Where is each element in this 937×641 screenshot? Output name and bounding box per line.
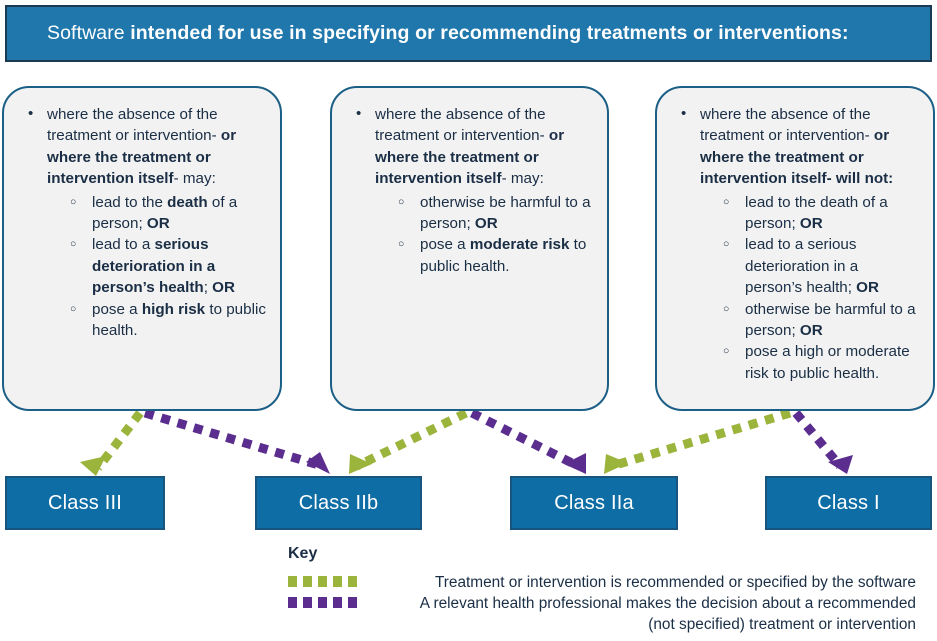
legend-label: Treatment or intervention is recommended…	[434, 574, 916, 591]
criteria-lead-text: where the absence of the treatment or in…	[18, 103, 266, 342]
legend-label: A relevant health professional makes the…	[419, 595, 916, 633]
lead-tail: - will not:	[826, 170, 894, 188]
arrow-box3-to-class2a-green	[604, 408, 792, 474]
criteria-subitem: lead to a serious deterioration in a per…	[66, 234, 266, 298]
arrow-box2-to-class2a-purple	[469, 408, 586, 474]
lead-tail: - may:	[501, 170, 544, 188]
criteria-lead-text: where the absence of the treatment or in…	[671, 103, 919, 384]
header-title-bold: intended for use in specifying or recomm…	[130, 22, 849, 44]
class-box-class-iib[interactable]: Class IIb	[255, 476, 422, 530]
class-box-class-iii[interactable]: Class III	[5, 476, 165, 530]
criteria-subitem: lead to the death of a person; OR	[66, 192, 266, 235]
criteria-box-moderate-risk: where the absence of the treatment or in…	[330, 86, 609, 411]
header-title-plain: Software	[47, 22, 131, 44]
legend-item-green: Treatment or intervention is recommended…	[288, 572, 916, 593]
class-label: Class III	[47, 491, 123, 514]
class-label: Class IIb	[298, 491, 379, 514]
lead-bold: or where the treatment or intervention i…	[47, 127, 237, 188]
header-title: Software intended for use in specifying …	[7, 22, 849, 45]
criteria-box-will-not: where the absence of the treatment or in…	[655, 86, 935, 411]
criteria-subitem: lead to the death of a person; OR	[719, 192, 919, 235]
lead-plain: where the absence of the treatment or in…	[700, 106, 871, 145]
class-label: Class I	[817, 491, 880, 514]
arrow-box1-to-class3-green	[80, 410, 144, 476]
criteria-subitem: otherwise be harmful to a person; OR	[394, 192, 593, 235]
lead-bold: or where the treatment or intervention i…	[700, 127, 890, 188]
lead-tail: - may:	[173, 170, 216, 188]
class-box-class-i[interactable]: Class I	[765, 476, 932, 530]
criteria-subitem: otherwise be harmful to a person; OR	[719, 299, 919, 342]
legend-swatch-purple-dotted-line	[288, 597, 360, 608]
criteria-box-high-risk: where the absence of the treatment or in…	[2, 86, 282, 411]
legend-swatch-green-dotted-line	[288, 576, 360, 587]
lead-bold: or where the treatment or intervention i…	[375, 127, 565, 188]
criteria-subitem: lead to a serious deterioration in a per…	[719, 234, 919, 298]
arrow-box1-to-class2b-purple	[143, 408, 330, 474]
criteria-subitem: pose a high or moderate risk to public h…	[719, 341, 919, 384]
lead-plain: where the absence of the treatment or in…	[375, 106, 546, 145]
arrow-box2-to-class2b-green	[349, 408, 468, 474]
criteria-subitem: pose a moderate risk to public health.	[394, 234, 593, 277]
lead-plain: where the absence of the treatment or in…	[47, 106, 218, 145]
criteria-subitem: pose a high risk to public health.	[66, 299, 266, 342]
key-title: Key	[288, 545, 318, 562]
criteria-lead-text: where the absence of the treatment or in…	[346, 103, 593, 277]
class-box-class-iia[interactable]: Class IIa	[510, 476, 678, 530]
arrow-box3-to-class1-purple	[792, 410, 853, 474]
legend-item-purple: A relevant health professional makes the…	[288, 593, 916, 635]
header-banner: Software intended for use in specifying …	[5, 5, 932, 62]
class-label: Class IIa	[554, 491, 634, 514]
